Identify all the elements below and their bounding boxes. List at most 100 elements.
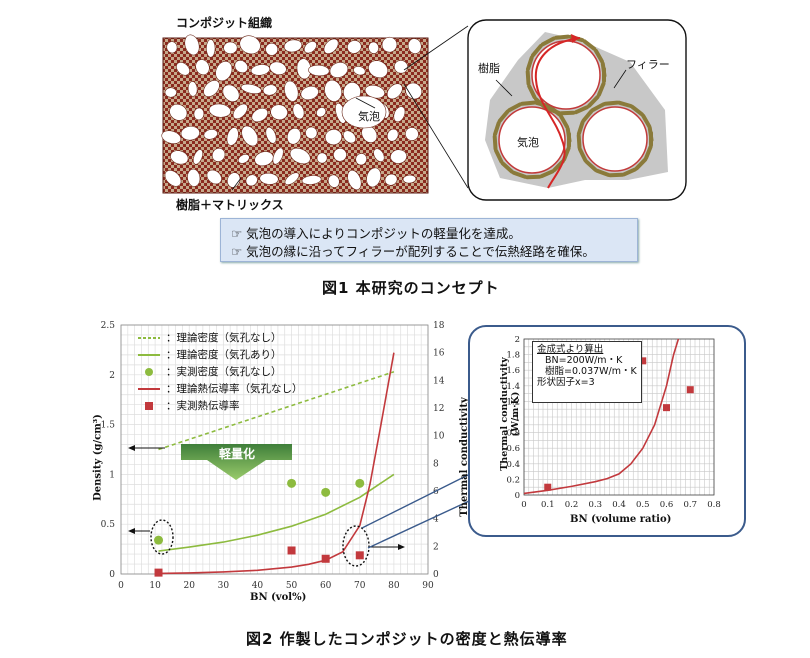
inset-x-tick-label: 0.6 xyxy=(660,500,674,510)
series-line xyxy=(158,371,395,451)
x-tick-label: 50 xyxy=(286,581,298,591)
inset-annotation-line: BN=200W/m・K xyxy=(545,355,623,366)
bubble xyxy=(289,147,311,165)
bubble xyxy=(327,174,340,188)
main-x-axis-label: BN (vol%) xyxy=(250,592,307,603)
figure-2-caption: 図2 作製したコンポジットの密度と熱伝導率 xyxy=(246,630,568,648)
bubble xyxy=(265,42,279,56)
data-point xyxy=(355,478,365,488)
bubble xyxy=(265,126,277,144)
bubble xyxy=(368,41,380,54)
bubble xyxy=(386,83,403,100)
bubble xyxy=(262,84,278,96)
inset-y-tick-label: 1.8 xyxy=(506,351,520,361)
y-tick-label: 2.5 xyxy=(101,321,116,331)
bubble xyxy=(180,125,200,141)
y2-tick-label: 16 xyxy=(433,349,445,359)
bubble xyxy=(284,172,300,186)
filler-rod xyxy=(554,34,570,40)
filler-rod xyxy=(587,95,600,108)
series-line xyxy=(158,352,395,575)
bubble xyxy=(195,59,210,76)
bubble xyxy=(355,153,368,166)
filler-rod xyxy=(548,105,562,117)
bubble xyxy=(254,151,274,167)
y2-tick-label: 0 xyxy=(433,570,439,580)
filler-rod xyxy=(576,120,585,136)
filler-rod xyxy=(559,114,569,129)
x-tick-label: 60 xyxy=(320,581,332,591)
bubble xyxy=(226,127,239,146)
matrix-label: 樹脂＋マトリックス xyxy=(176,198,284,212)
filler-rod xyxy=(534,100,550,109)
data-point xyxy=(287,546,296,555)
bubble xyxy=(402,174,417,184)
bubble xyxy=(164,87,177,98)
bubble xyxy=(245,174,258,187)
bubble xyxy=(292,103,305,120)
bubble xyxy=(347,169,362,191)
inset-annotation-line: 形状因子x=3 xyxy=(537,377,595,388)
filler-rod xyxy=(531,44,543,58)
filler-rod xyxy=(520,100,537,106)
filler-rod xyxy=(634,157,648,171)
x-tick-label: 0 xyxy=(118,581,124,591)
bubble xyxy=(223,41,238,55)
y2-tick-label: 4 xyxy=(433,515,439,525)
bubble xyxy=(353,66,366,76)
x-tick-label: 30 xyxy=(218,581,230,591)
legend-square-red-swatch xyxy=(145,402,153,410)
y2-tick-label: 8 xyxy=(433,459,439,469)
bubble-label-right: 気泡 xyxy=(517,136,539,149)
bubble xyxy=(232,103,248,120)
composite-structure-illustration xyxy=(161,19,687,201)
legend-label: ：実測熱伝導率 xyxy=(166,400,240,412)
inset-y-tick-label: 0.6 xyxy=(506,444,520,454)
inset-plot-frame xyxy=(523,338,715,496)
inset-y-tick-label: 0.2 xyxy=(506,475,520,485)
filler-rod xyxy=(603,100,620,106)
inset-annotation-title: 金成式より算出 xyxy=(537,344,604,355)
bubble xyxy=(386,128,399,142)
bubble xyxy=(192,149,204,165)
bubble xyxy=(272,147,284,165)
legend-label: ：理論熱伝導率（気孔なし） xyxy=(166,383,303,395)
bubble xyxy=(393,106,406,123)
bubble xyxy=(187,168,201,187)
bubble xyxy=(166,41,178,54)
data-point xyxy=(355,551,364,560)
bubble xyxy=(368,60,389,79)
bubble xyxy=(384,173,398,186)
y-tick-label: 2 xyxy=(109,371,115,381)
filler-rod xyxy=(600,61,607,78)
bubble xyxy=(169,103,188,121)
bubble xyxy=(208,103,231,118)
bubble xyxy=(347,40,362,54)
concept-note-box: ☞ 気泡の導入によりコンポジットの軽量化を達成。 ☞ 気泡の縁に沿ってフィラーが… xyxy=(220,218,638,262)
filler-rod xyxy=(500,161,514,174)
y2-tick-label: 10 xyxy=(433,432,445,442)
inset-data-point xyxy=(686,386,694,394)
filler-rod xyxy=(630,104,644,117)
inset-x-tick-label: 0.2 xyxy=(565,500,579,510)
x-tick-label: 40 xyxy=(252,581,264,591)
inset-x-tick-label: 0.7 xyxy=(683,500,697,510)
bubble xyxy=(215,60,233,82)
bubble xyxy=(284,80,299,102)
inset-y-tick-label: 1.6 xyxy=(506,366,520,376)
bubble xyxy=(170,150,189,165)
bubble xyxy=(305,126,318,140)
bubble xyxy=(407,38,422,54)
bubble xyxy=(234,60,249,74)
bubble xyxy=(381,36,398,53)
inset-data-point xyxy=(544,483,552,491)
inset-x-tick-label: 0.3 xyxy=(588,500,602,510)
filler-rod xyxy=(507,102,522,113)
bubble xyxy=(241,125,259,147)
bubble xyxy=(211,147,226,162)
inset-y-tick-label: 0 xyxy=(515,491,520,501)
bubble xyxy=(205,39,216,58)
inset-data-point xyxy=(663,404,670,412)
bubble xyxy=(203,80,220,97)
figure-1-caption: 図1 本研究のコンセプト xyxy=(322,279,500,297)
